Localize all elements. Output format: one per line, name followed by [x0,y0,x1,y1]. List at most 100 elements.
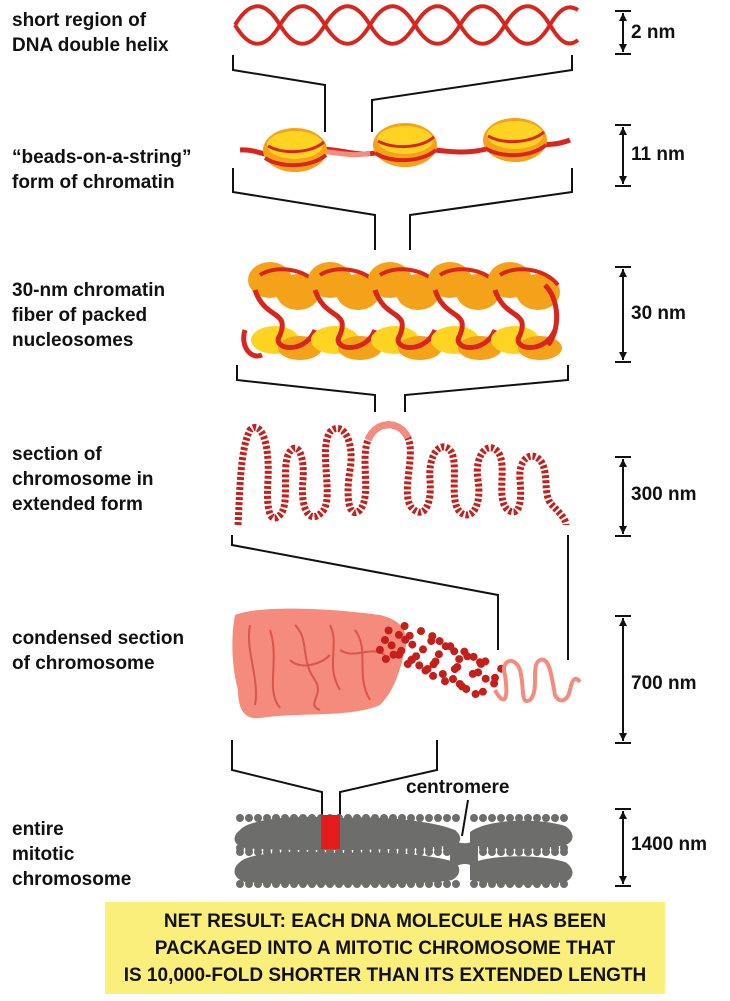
chromatin-bead [415,661,424,670]
chromatin-beads [375,622,506,698]
chromosome-texture-dot [326,880,334,888]
chromosome-texture-dot [497,880,505,888]
chromatin-bead [394,630,403,639]
label-line: 30-nm chromatin [12,280,166,301]
chromosome-texture-dot [236,814,244,822]
chromatin-bead [400,622,409,630]
label-extended-chromosome: section of chromosome in extended form [12,442,153,517]
chromatin-bead [474,668,483,677]
highlighted-region [321,815,340,849]
chromosome-texture-dot [470,848,478,856]
chromatin-bead [389,650,398,659]
zoom-connector [232,55,573,132]
chromatin-bead [434,650,443,659]
condensed-chromosome-section [232,608,582,719]
scale-2nm: 2 nm [613,10,723,70]
chromatin-bead [471,690,480,698]
linker-dna [372,289,438,350]
chromosome-texture-dot [425,880,433,888]
chromatin-bead [397,646,406,655]
chromosome-texture-dot [542,880,550,888]
chromosome-texture-dot [371,880,379,888]
label-line: condensed section [12,628,185,649]
chromosome-texture-dot [407,848,415,856]
chromatin-bead [441,677,449,686]
chromosome-texture-dot [470,814,478,822]
chromosome-texture-dot [497,848,505,856]
label-line: extended form [12,494,143,515]
chromatin-bead [453,663,462,671]
chromosome-texture-dot [362,848,370,856]
scale-30nm: 30 nm [613,266,723,364]
chromosome-texture-dot [371,848,379,856]
chromosome-texture-dot [353,814,361,822]
label-30nm-fiber: 30-nm chromatin fiber of packed nucleoso… [12,278,165,353]
label-line: DNA double helix [12,35,169,56]
chromosome-texture-dot [434,814,442,822]
scale-arrow-icon [615,456,631,537]
chromosome-texture-dot [479,814,487,822]
chromosome-texture-dot [362,880,370,888]
chromosome-texture-dot [551,848,559,856]
linker-dna [432,289,498,350]
chromosome-texture-dot [236,848,244,856]
chromosome-texture-dot [497,814,505,822]
chromosome-texture-dot [470,880,478,888]
scale-arrow-icon [615,615,631,744]
chromosome-texture-dot [254,880,262,888]
chromosome-texture-dot [506,848,514,856]
mitotic-chromosome [234,799,573,888]
chromosome-texture-dot [515,848,523,856]
chromosome-texture-dot [452,814,460,822]
scale-label: 30 nm [631,303,686,324]
chromosome-texture-dot [281,848,289,856]
chromatin-bead [381,655,390,663]
label-condensed-section: condensed section of chromosome [12,626,184,676]
chromosome-texture-dot [380,848,388,856]
chromosome-texture-dot [245,848,253,856]
chromosome-texture-dot [380,880,388,888]
chromatin-bead [438,670,447,678]
scale-1400nm: 1400 nm [613,808,723,888]
chromatin-bead [469,652,478,661]
chromosome-texture-dot [425,814,433,822]
chromosome-texture-dot [434,848,442,856]
chromosome-texture-dot [560,814,568,822]
net-result-box: NET RESULT: EACH DNA MOLECULE HAS BEEN P… [105,902,665,994]
nucleosome [516,274,560,310]
chromosome-texture-dot [299,880,307,888]
centromere-label: centromere [406,777,510,798]
chromosome-texture-dot [524,848,532,856]
chromatin-bead [441,642,450,651]
chromosome-texture-dot [488,814,496,822]
linker-dna [543,283,560,347]
chromosome-texture-dot [344,814,352,822]
chromosome-texture-dot [398,814,406,822]
chromosome-texture-dot [254,814,262,822]
chromatin-bead [384,626,393,635]
chromosome-texture-dot [335,848,343,856]
chromatin-bead [449,675,457,683]
chromatin-bead [381,636,389,644]
extended-chromosome-loops [234,421,570,526]
chromosome-texture-dot [443,814,451,822]
zoom-connector [231,535,569,660]
label-line: short region of [12,10,147,31]
chromatin-bead [387,641,396,650]
chromatin-bead [490,679,499,688]
label-line: fiber of packed [12,305,148,326]
chromatin-bead [408,640,417,649]
chromosome-texture-dot [560,880,568,888]
chromosome-texture-dot [389,814,397,822]
chromosome-texture-dot [236,880,244,888]
chromosome-texture-dot [542,848,550,856]
chromosome-texture-dot [524,880,532,888]
chromosome-texture-dot [533,880,541,888]
net-result-line: IS 10,000-FOLD SHORTER THAN ITS EXTENDED… [123,965,647,986]
chromatin-bead [462,685,471,693]
scale-arrow-icon [615,10,631,55]
zoom-connector [232,168,573,250]
chromosome-texture-dot [479,880,487,888]
chromosome-texture-dot [290,814,298,822]
centromere-pointer [461,799,469,837]
